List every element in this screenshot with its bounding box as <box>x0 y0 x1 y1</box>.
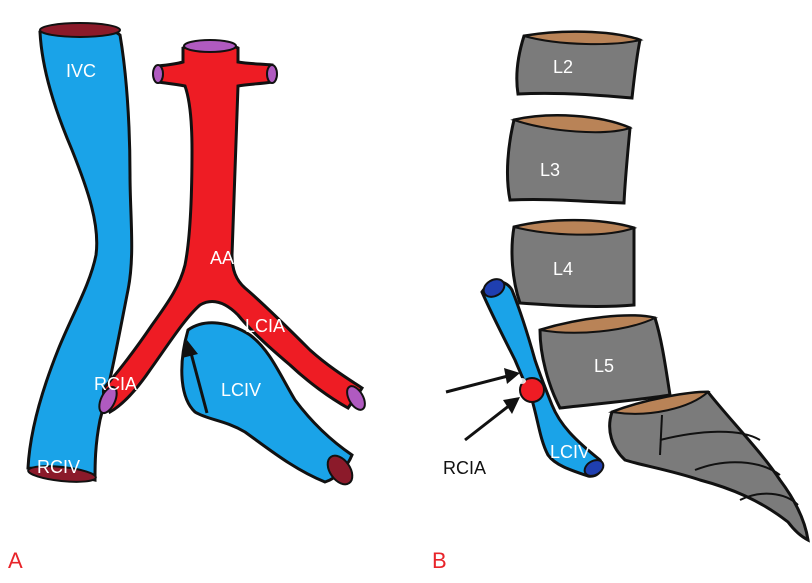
label-lciv-b: LCIV <box>550 442 590 462</box>
panel-a: IVC AA LCIA RCIA LCIV RCIV A <box>8 23 369 573</box>
label-l2: L2 <box>553 57 573 77</box>
vertebra-l2 <box>517 32 640 98</box>
label-rciv: RCIV <box>37 457 80 477</box>
arrow-rcia-lower <box>465 397 520 440</box>
label-l5: L5 <box>594 356 614 376</box>
label-rcia-b: RCIA <box>443 458 486 478</box>
panel-letter-a: A <box>8 548 23 573</box>
ivc-vessel <box>28 27 132 480</box>
arrow-rcia-upper <box>446 368 520 392</box>
label-aa: AA <box>210 248 234 268</box>
lciv-vessel <box>182 323 352 482</box>
label-lcia: LCIA <box>245 316 285 336</box>
aorta-top-cap <box>184 40 236 52</box>
rcia-highlight <box>518 378 526 384</box>
label-l3: L3 <box>540 160 560 180</box>
label-lciv-a: LCIV <box>221 380 261 400</box>
vertebra-l3 <box>507 116 630 203</box>
ivc-top-cap <box>40 23 120 37</box>
label-ivc: IVC <box>66 61 96 81</box>
label-l4: L4 <box>553 259 573 279</box>
panel-letter-b: B <box>432 548 447 573</box>
label-rcia-a: RCIA <box>94 374 137 394</box>
aorta-right-branch-cap <box>267 65 277 83</box>
aorta-left-branch-cap <box>153 65 163 83</box>
sacrum <box>610 392 808 540</box>
panel-b: L2 L3 L4 L5 RCIA LCIV B <box>432 32 808 573</box>
